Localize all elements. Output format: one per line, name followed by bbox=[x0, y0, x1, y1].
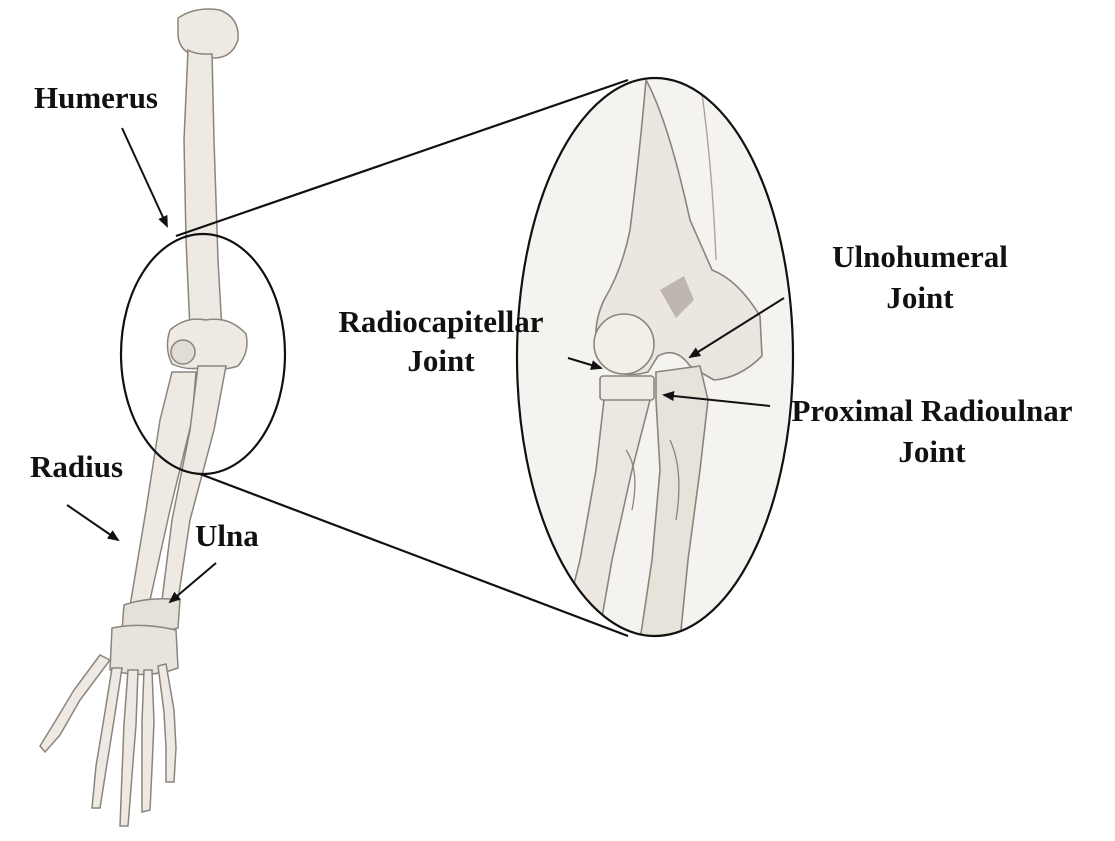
ulnohumeral-label-line1: Ulnohumeral bbox=[812, 241, 1028, 274]
proximal-radioulnar-label-line1: Proximal Radioulnar bbox=[762, 395, 1102, 428]
proximal-radioulnar-label-line2: Joint bbox=[762, 428, 1102, 469]
radiocapitellar-label-line1: Radiocapitellar bbox=[312, 306, 570, 339]
humerus-arrow bbox=[122, 128, 167, 226]
arm-skeleton-drawing bbox=[40, 9, 247, 826]
humerus-head bbox=[178, 9, 238, 58]
radiocapitellar-joint-label: Radiocapitellar Joint bbox=[312, 306, 570, 377]
humerus-label: Humerus bbox=[34, 82, 158, 115]
proximal-radioulnar-joint-label: Proximal Radioulnar Joint bbox=[762, 395, 1102, 468]
finger-3 bbox=[120, 670, 138, 826]
humerus-shaft bbox=[184, 50, 222, 330]
ulnohumeral-label-line2: Joint bbox=[812, 274, 1028, 315]
finger-2 bbox=[92, 668, 122, 808]
ulnohumeral-joint-label: Ulnohumeral Joint bbox=[812, 241, 1028, 314]
finger-4 bbox=[142, 670, 154, 812]
radius-label: Radius bbox=[30, 451, 123, 484]
radiocapitellar-label-line2: Joint bbox=[312, 339, 570, 378]
radius-arrow bbox=[67, 505, 118, 540]
finger-1 bbox=[40, 655, 110, 752]
finger-5 bbox=[158, 664, 176, 782]
magnified-capitellum bbox=[594, 314, 654, 374]
ulna-label: Ulna bbox=[195, 520, 259, 553]
